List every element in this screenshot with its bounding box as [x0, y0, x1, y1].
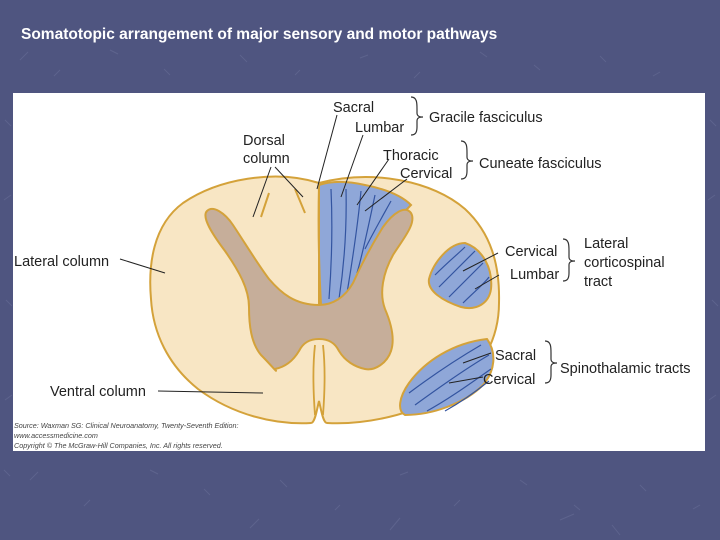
leader-lines	[119, 114, 500, 394]
label-sacral-bottom: Sacral	[495, 348, 536, 364]
figure-credit-url: www.accessmedicine.com	[14, 431, 98, 440]
figure-credit-copyright: Copyright © The McGraw-Hill Companies, I…	[14, 441, 223, 450]
label-lumbar-mid: Lumbar	[510, 267, 559, 283]
braces	[410, 96, 576, 384]
label-thoracic: Thoracic	[383, 148, 439, 164]
label-ventral-column: Ventral column	[50, 384, 146, 400]
label-dorsal-column-2: column	[243, 151, 290, 167]
spinothalamic-tract	[399, 337, 495, 417]
label-cervical-mid: Cervical	[505, 244, 557, 260]
label-lcst-2: corticospinal	[584, 255, 665, 271]
dorsal-tract-lines	[328, 188, 392, 300]
label-cervical-bottom: Cervical	[483, 372, 535, 388]
spinal-cord-figure: Sacral Lumbar Gracile fasciculus Dorsal …	[13, 93, 705, 451]
figure-credit-source: Source: Waxman SG: Clinical Neuroanatomy…	[14, 421, 239, 430]
ventral-fissure	[312, 344, 326, 416]
label-lateral-column: Lateral column	[14, 254, 109, 270]
label-cuneate-fasciculus: Cuneate fasciculus	[479, 156, 602, 172]
dorsal-root-marks	[260, 188, 306, 218]
spinothalamic-lines	[408, 344, 492, 412]
label-lumbar-top: Lumbar	[355, 120, 404, 136]
label-gracile-fasciculus: Gracile fasciculus	[429, 110, 543, 126]
slide-title: Somatotopic arrangement of major sensory…	[21, 26, 498, 43]
label-dorsal-column-1: Dorsal	[243, 133, 285, 149]
label-lcst-1: Lateral	[584, 236, 628, 252]
label-lcst-3: tract	[584, 274, 612, 290]
gray-matter	[204, 207, 414, 372]
label-sacral-top: Sacral	[333, 100, 374, 116]
label-spinothalamic-tracts: Spinothalamic tracts	[560, 361, 691, 377]
label-cervical-top: Cervical	[400, 166, 452, 182]
lcst-lines	[434, 246, 490, 304]
